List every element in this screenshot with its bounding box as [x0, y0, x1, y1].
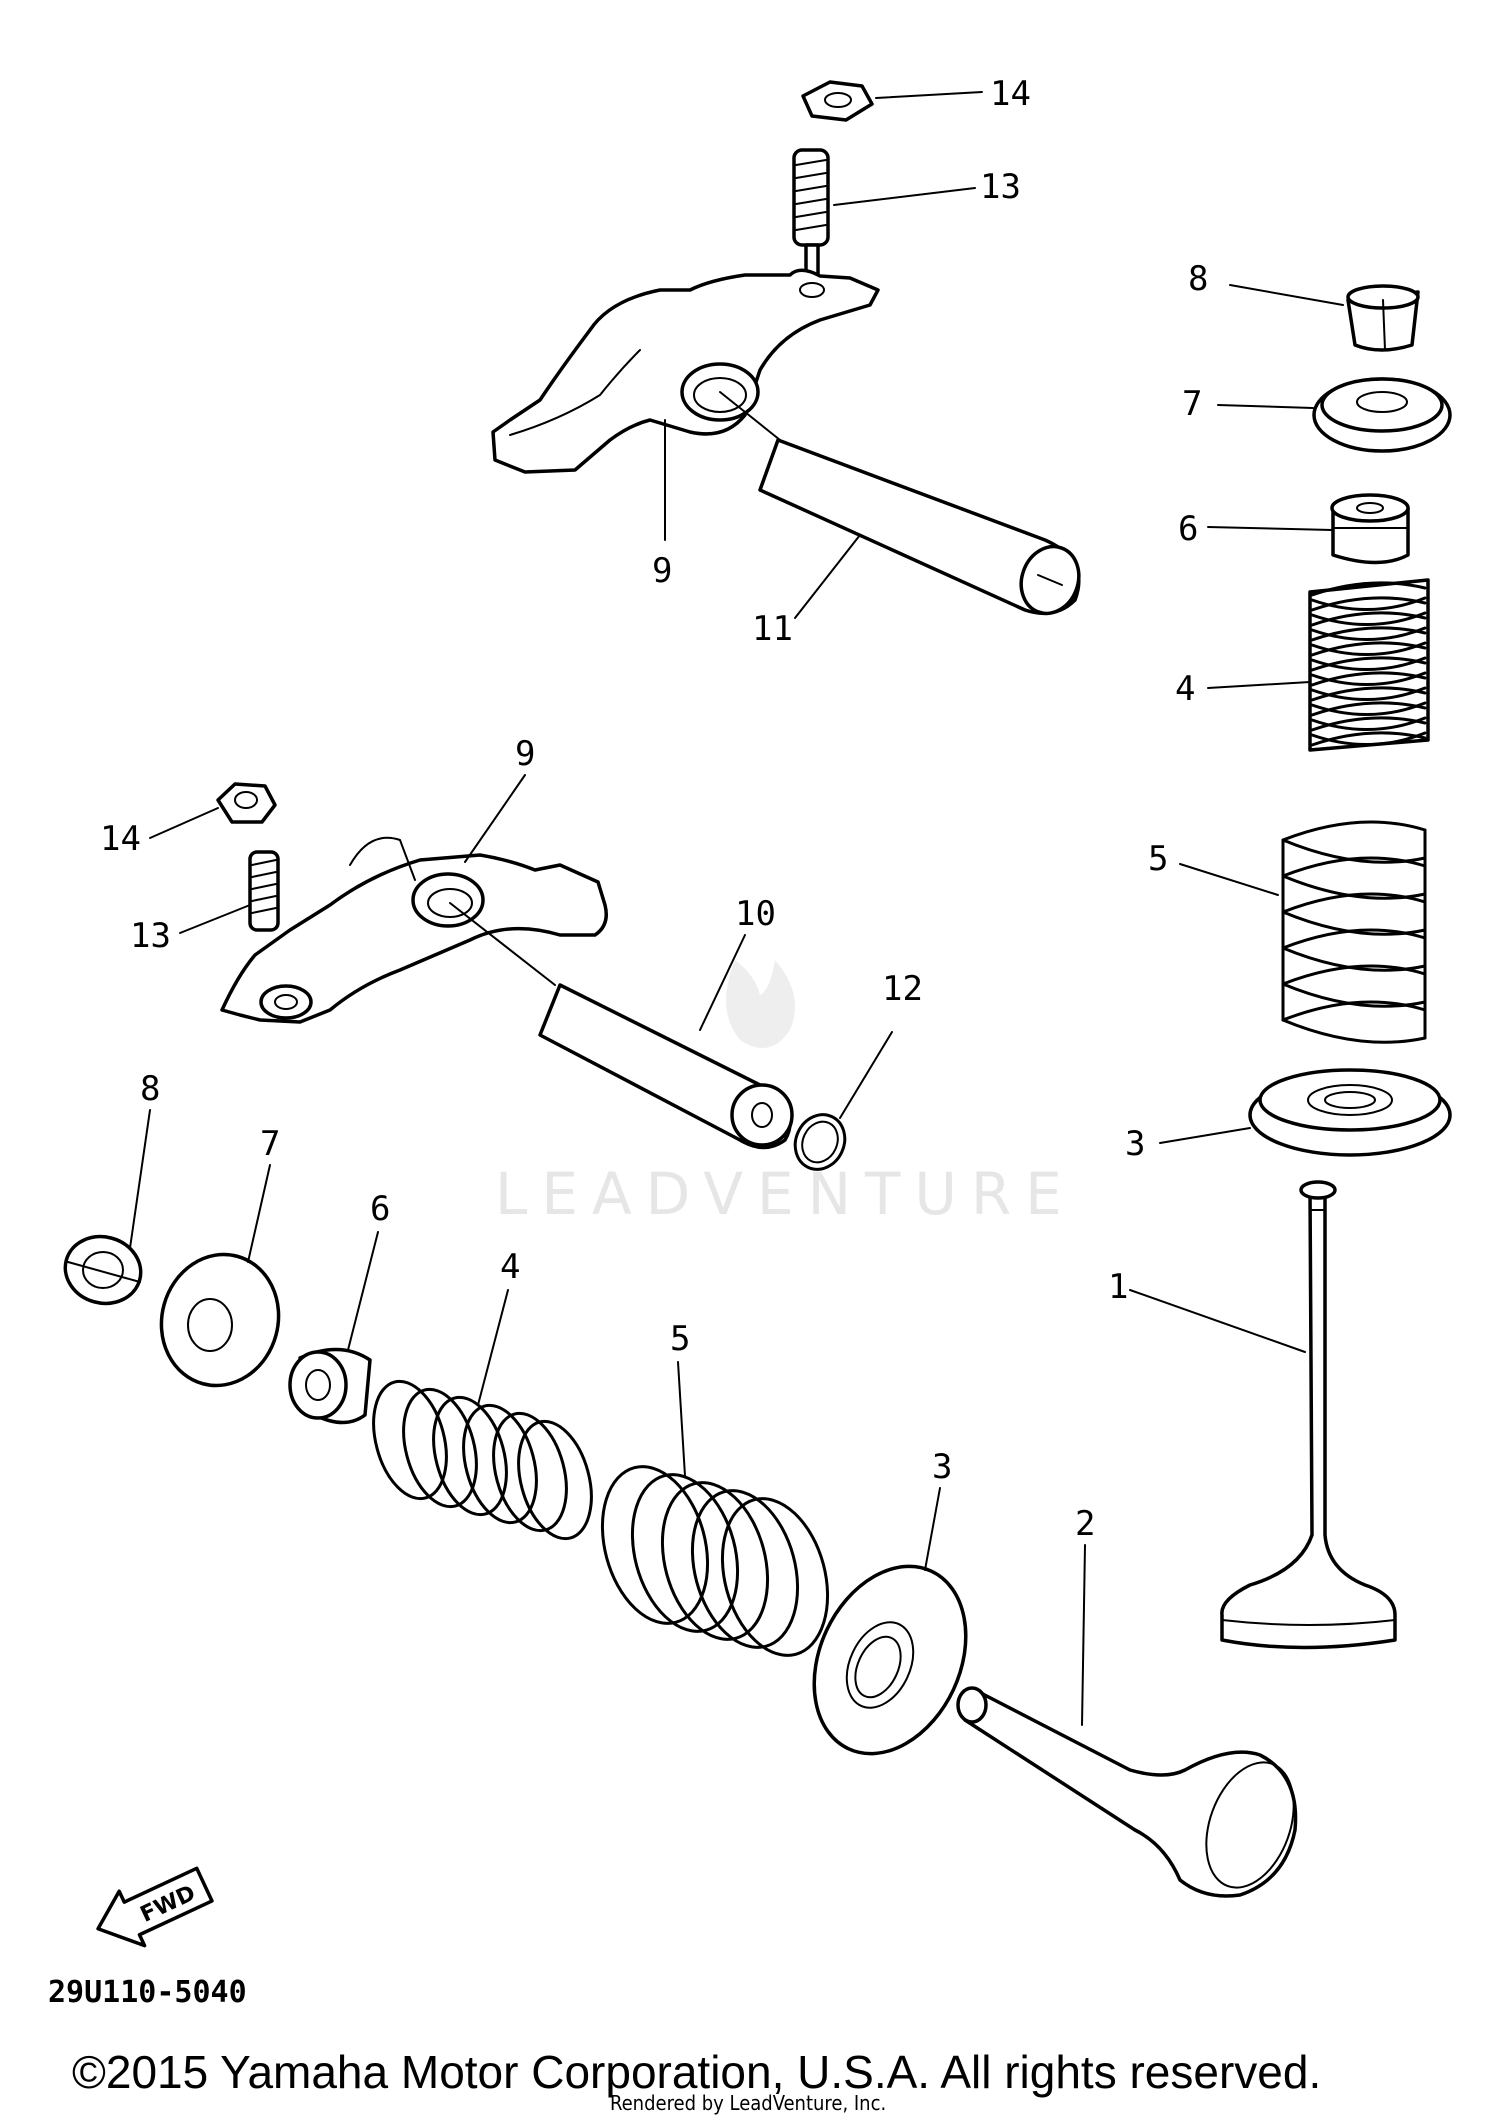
part-14-nut-left	[216, 782, 277, 824]
fwd-arrow: FWD	[96, 1866, 214, 1948]
callout-3-right: 3	[1125, 1124, 1145, 1164]
callout-6-left: 6	[370, 1189, 390, 1229]
callout-13-left: 13	[130, 916, 171, 956]
part-10-rocker-shaft	[449, 902, 794, 1150]
callout-1: 1	[1108, 1267, 1128, 1307]
callout-10: 10	[735, 894, 776, 934]
part-5-outer-spring-right	[1281, 820, 1427, 1044]
part-11-rocker-shaft	[719, 391, 1081, 616]
part-4-inner-spring-right	[1308, 578, 1430, 752]
part-3-spring-seat-left	[812, 1564, 968, 1756]
callout-9-left: 9	[515, 734, 535, 774]
callout-3-left: 3	[932, 1447, 952, 1487]
callout-6-right: 6	[1178, 509, 1198, 549]
callout-14-left: 14	[100, 819, 141, 859]
part-3-spring-seat-right	[1248, 1068, 1452, 1157]
part-9-rocker-arm-left	[220, 836, 608, 1024]
rendered-by-notice: Rendered by LeadVenture, Inc.	[610, 2091, 886, 2115]
part-4-inner-spring-left	[372, 1379, 593, 1541]
callout-7-left: 7	[260, 1124, 280, 1164]
callout-labels: 14 13 9 11 8 7 6 4 5 3 1 9 14 13 10 12 8…	[100, 74, 1208, 1544]
part-2-exhaust-valve	[956, 1686, 1298, 1898]
part-8-collet-left	[63, 1234, 143, 1306]
part-5-outer-spring-left	[600, 1465, 830, 1657]
callout-4-right: 4	[1175, 669, 1195, 709]
part-7-retainer-left	[159, 1252, 281, 1388]
leader-lines	[129, 91, 1344, 1726]
callout-13-top: 13	[980, 167, 1021, 207]
part-6-oil-seal-left	[288, 1347, 372, 1425]
copyright-notice: ©2015 Yamaha Motor Corporation, U.S.A. A…	[72, 2046, 1321, 2098]
part-9-rocker-arm-top	[491, 268, 880, 474]
watermark-logo	[726, 960, 795, 1048]
callout-7-right: 7	[1182, 384, 1202, 424]
part-12-o-ring	[793, 1113, 847, 1171]
callout-11: 11	[752, 609, 793, 649]
callout-9-top: 9	[652, 551, 672, 591]
callout-12: 12	[882, 969, 923, 1009]
part-1-intake-valve	[1220, 1180, 1397, 1650]
callout-14-top: 14	[990, 74, 1031, 114]
watermark-text: LEADVENTURE	[495, 1160, 1076, 1228]
part-14-nut-top	[801, 80, 874, 122]
callout-5-left: 5	[670, 1319, 690, 1359]
diagram-code: 29U110-5040	[48, 1975, 247, 2010]
part-7-retainer-right	[1312, 377, 1452, 453]
part-6-oil-seal-right	[1330, 493, 1410, 565]
callout-8-right: 8	[1188, 259, 1208, 299]
part-8-collet-right	[1346, 284, 1420, 352]
part-13-screw-top	[792, 148, 830, 282]
part-13-screw-left	[248, 850, 280, 932]
callout-5-right: 5	[1148, 839, 1168, 879]
callout-2: 2	[1075, 1504, 1095, 1544]
callout-8-left: 8	[140, 1069, 160, 1109]
callout-4-left: 4	[500, 1247, 520, 1287]
